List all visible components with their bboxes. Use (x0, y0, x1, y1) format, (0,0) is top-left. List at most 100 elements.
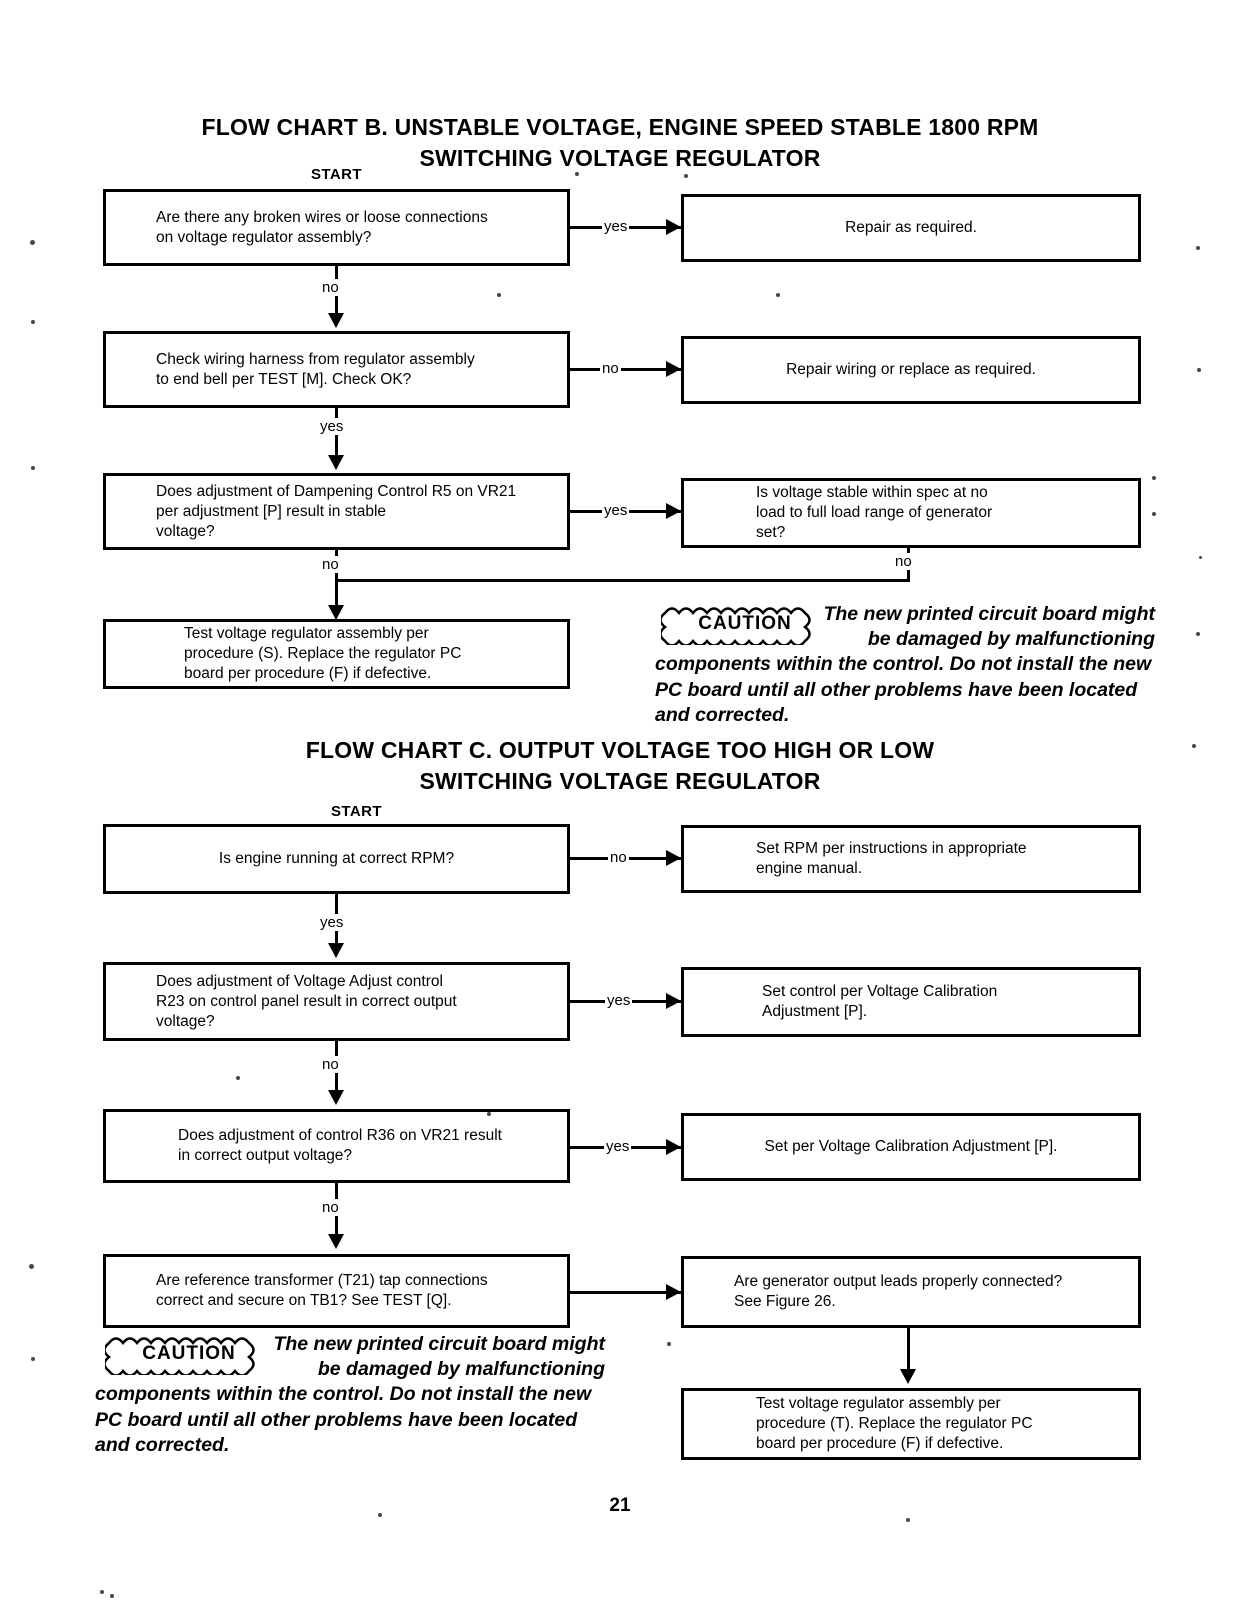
chart-c-start-label: START (331, 803, 382, 820)
chart-c-node-c1[interactable]: Is engine running at correct RPM? (103, 824, 570, 894)
chart-b-node-b3-out[interactable]: Is voltage stable within spec at no load… (681, 478, 1141, 548)
scan-speckle (575, 172, 579, 176)
chart-c-caution: CAUTION The new printed circuit board mi… (95, 1330, 605, 1456)
caution-badge-label: CAUTION (698, 613, 792, 634)
edge-c2-no-arrow (328, 1090, 344, 1105)
chart-c-node-c5[interactable]: Test voltage regulator assembly per proc… (681, 1388, 1141, 1460)
chart-b-title: FLOW CHART B. UNSTABLE VOLTAGE, ENGINE S… (201, 114, 1039, 171)
edge-c2-yes-arrow (666, 993, 681, 1009)
edge-b3-yes-arrow (666, 503, 681, 519)
edge-b2-no-line (570, 368, 681, 371)
chart-c-node-c2[interactable]: Does adjustment of Voltage Adjust contro… (103, 962, 570, 1041)
chart-c-node-c4-out[interactable]: Are generator output leads properly conn… (681, 1256, 1141, 1328)
scan-speckle (31, 1357, 35, 1361)
edge-c3-yes-arrow (666, 1139, 681, 1155)
scan-speckle (1196, 632, 1200, 636)
edge-c3-no-arrow (328, 1234, 344, 1249)
scan-speckle (1152, 476, 1156, 480)
chart-b-node-b3-text: Does adjustment of Dampening Control R5 … (156, 482, 517, 540)
chart-c-node-c4[interactable]: Are reference transformer (T21) tap conn… (103, 1254, 570, 1328)
chart-c-caution-line1: The new printed circuit board might (273, 1333, 605, 1355)
scan-speckle (1192, 744, 1196, 748)
chart-b-node-b3[interactable]: Does adjustment of Dampening Control R5 … (103, 473, 570, 550)
scan-speckle (776, 293, 780, 297)
chart-b-node-b2[interactable]: Check wiring harness from regulator asse… (103, 331, 570, 408)
caution-badge-icon: CAUTION (105, 1333, 273, 1375)
chart-b-node-b2-out[interactable]: Repair wiring or replace as required. (681, 336, 1141, 404)
edge-b2-yes-label: yes (318, 418, 346, 435)
chart-b-caution-line1: The new printed circuit board might (823, 603, 1155, 625)
chart-c-node-c1-out[interactable]: Set RPM per instructions in appropriate … (681, 825, 1141, 893)
chart-b-node-b1[interactable]: Are there any broken wires or loose conn… (103, 189, 570, 266)
edge-c1-yes-label: yes (318, 914, 346, 931)
chart-c-node-c3[interactable]: Does adjustment of control R36 on VR21 r… (103, 1109, 570, 1183)
edge-b3-yes-label: yes (602, 502, 630, 519)
scan-speckle (110, 1594, 114, 1598)
chart-b-caution: CAUTION The new printed circuit board mi… (655, 600, 1155, 726)
chart-b-start-label: START (311, 166, 362, 183)
edge-b2-no-label: no (600, 360, 621, 377)
edge-c1-no-arrow (666, 850, 681, 866)
caution-badge-label: CAUTION (142, 1343, 236, 1364)
edge-b1-no-label: no (320, 279, 341, 296)
scan-speckle (906, 1518, 910, 1522)
edge-c1-no-label: no (608, 849, 629, 866)
chart-c-title: FLOW CHART C. OUTPUT VOLTAGE TOO HIGH OR… (305, 737, 935, 794)
chart-c-caution-rest: components within the control. Do not in… (95, 1383, 592, 1456)
chart-c-node-c1-out-text: Set RPM per instructions in appropriate … (756, 840, 1027, 877)
chart-c-node-c3-out-text: Set per Voltage Calibration Adjustment [… (764, 1138, 1058, 1155)
caution-badge-icon: CAUTION (661, 603, 829, 645)
edge-c2-no-label: no (320, 1056, 341, 1073)
chart-c-node-c5-text: Test voltage regulator assembly per proc… (756, 1395, 1033, 1452)
chart-b-caution-line2: be damaged by malfunctioning (867, 628, 1155, 650)
scan-speckle (31, 466, 35, 470)
edge-c2-yes-label: yes (605, 992, 633, 1009)
chart-b-node-b4-text: Test voltage regulator assembly per proc… (184, 625, 462, 682)
scan-speckle (378, 1513, 382, 1517)
scan-speckle (31, 320, 35, 324)
chart-b-node-b1-text: Are there any broken wires or loose conn… (156, 208, 488, 246)
edge-c4-line (570, 1291, 681, 1294)
edge-c3-no-label: no (320, 1199, 341, 1216)
edge-c4-arrow (666, 1284, 681, 1300)
chart-c-caution-line2: be damaged by malfunctioning (317, 1358, 605, 1380)
scan-speckle (1197, 368, 1201, 372)
scan-speckle (100, 1590, 104, 1594)
edge-b2-yes-arrow (328, 455, 344, 470)
chart-c-node-c2-text: Does adjustment of Voltage Adjust contro… (156, 972, 457, 1030)
edge-b2-yes-line (335, 408, 338, 462)
chart-b-node-b4[interactable]: Test voltage regulator assembly per proc… (103, 619, 570, 689)
scan-speckle (684, 174, 688, 178)
edge-b3-merge-line (335, 579, 910, 582)
chart-b-node-b1-out-text: Repair as required. (845, 219, 977, 236)
edge-c1-yes-arrow (328, 943, 344, 958)
chart-c-node-c2-out-text: Set control per Voltage Calibration Adju… (762, 983, 998, 1020)
chart-c-node-c2-out[interactable]: Set control per Voltage Calibration Adju… (681, 967, 1141, 1037)
chart-b-node-b3-out-text: Is voltage stable within spec at no load… (756, 484, 993, 541)
edge-b3-no-label: no (320, 556, 341, 573)
scan-speckle (487, 1112, 491, 1116)
scan-speckle (497, 293, 501, 297)
scan-speckle (1199, 556, 1202, 559)
scan-speckle (236, 1076, 240, 1080)
edge-b1-yes-label: yes (602, 218, 630, 235)
chart-c-node-c1-text: Is engine running at correct RPM? (218, 850, 455, 867)
edge-b4-arrow (328, 605, 344, 620)
edge-c5-line (907, 1328, 910, 1376)
edge-b1-yes-arrow (666, 219, 681, 235)
chart-b-node-b1-out[interactable]: Repair as required. (681, 194, 1141, 262)
edge-b1-no-arrow (328, 313, 344, 328)
edge-b3-out-no-label: no (893, 553, 914, 570)
scan-speckle (30, 240, 35, 245)
chart-c-node-c3-out[interactable]: Set per Voltage Calibration Adjustment [… (681, 1113, 1141, 1181)
chart-b-node-b2-text: Check wiring harness from regulator asse… (156, 350, 475, 388)
edge-c3-yes-label: yes (604, 1138, 632, 1155)
chart-c-node-c4-text: Are reference transformer (T21) tap conn… (156, 1272, 488, 1309)
chart-b-caution-rest: components within the control. Do not in… (655, 653, 1152, 726)
edge-c5-arrow (900, 1369, 916, 1384)
chart-b-node-b2-out-text: Repair wiring or replace as required. (786, 361, 1036, 378)
chart-c-node-c4-out-text: Are generator output leads properly conn… (734, 1273, 1063, 1310)
page-number: 21 (609, 1495, 631, 1516)
scan-speckle (1196, 246, 1200, 250)
